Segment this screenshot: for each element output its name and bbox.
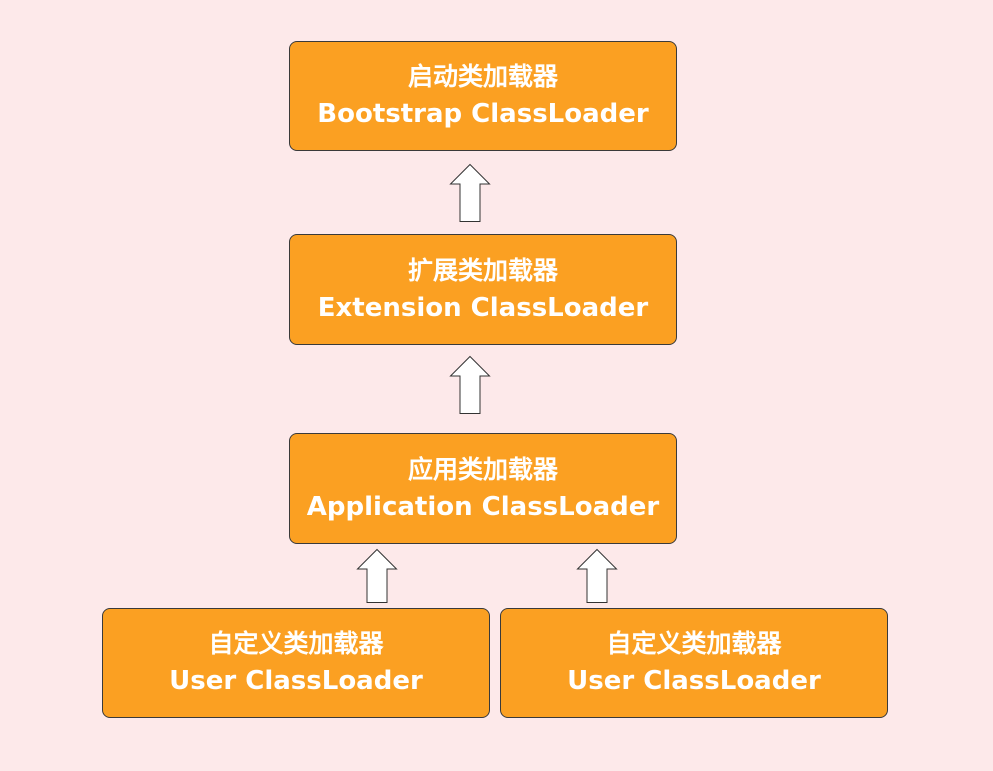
node-label-en: Extension ClassLoader — [317, 292, 649, 323]
user-classloader-right-node: 自定义类加载器 User ClassLoader — [500, 608, 888, 718]
node-label-cn: 自定义类加载器 — [208, 629, 384, 658]
arrow-up-icon-user-left-to-application — [356, 548, 398, 603]
arrow-up-icon-extension-to-bootstrap — [449, 163, 491, 222]
node-label-cn: 应用类加载器 — [407, 454, 558, 484]
node-label-en: User ClassLoader — [567, 666, 821, 696]
user-classloader-left-node: 自定义类加载器 User ClassLoader — [102, 608, 490, 718]
arrow-up-icon-user-right-to-application — [576, 548, 618, 603]
extension-classloader-node: 扩展类加载器 Extension ClassLoader — [289, 234, 677, 345]
node-label-cn: 自定义类加载器 — [606, 629, 782, 658]
arrow-up-icon-application-to-extension — [449, 355, 491, 414]
bootstrap-classloader-node: 启动类加载器 Bootstrap ClassLoader — [289, 41, 677, 151]
node-label-en: Bootstrap ClassLoader — [317, 99, 649, 129]
node-label-cn: 扩展类加载器 — [407, 255, 558, 285]
node-label-en: User ClassLoader — [169, 666, 423, 696]
node-label-cn: 启动类加载器 — [407, 62, 558, 91]
application-classloader-node: 应用类加载器 Application ClassLoader — [289, 433, 677, 544]
node-label-en: Application ClassLoader — [306, 491, 660, 522]
